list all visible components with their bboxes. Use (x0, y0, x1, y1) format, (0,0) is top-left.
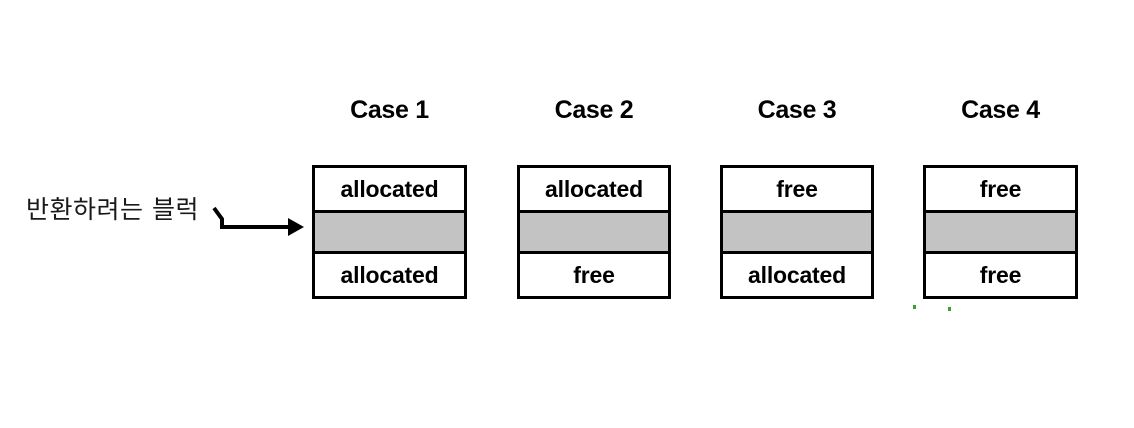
block-row-neighbor-below: allocated (315, 254, 464, 296)
case-title: Case 2 (554, 96, 634, 124)
block-row-neighbor-below: free (520, 254, 668, 296)
case-column-2: Case 2 allocated free (517, 95, 671, 299)
case-column-3: Case 3 free allocated (720, 95, 874, 299)
block-row-target (520, 210, 668, 254)
block-diagram: free allocated (720, 165, 874, 299)
block-row-target (926, 210, 1075, 254)
case-title: Case 4 (961, 96, 1040, 124)
block-diagram: free free (923, 165, 1078, 299)
block-row-neighbor-above: allocated (315, 168, 464, 210)
block-diagram: allocated allocated (312, 165, 467, 299)
block-row-neighbor-below: free (926, 254, 1075, 296)
block-row-target (315, 210, 464, 254)
right-arrow-icon (212, 206, 304, 236)
artifact-speckle (948, 307, 951, 311)
target-block-annotation-label: 반환하려는 블럭 (26, 195, 199, 224)
artifact-speckle (913, 305, 916, 309)
block-row-neighbor-below: allocated (723, 254, 871, 296)
block-row-neighbor-above: free (723, 168, 871, 210)
block-row-neighbor-above: free (926, 168, 1075, 210)
case-column-1: Case 1 allocated allocated (312, 95, 467, 299)
case-column-4: Case 4 free free (923, 95, 1078, 299)
block-diagram: allocated free (517, 165, 671, 299)
case-title: Case 1 (350, 96, 429, 124)
block-row-target (723, 210, 871, 254)
case-title: Case 3 (757, 96, 837, 124)
block-row-neighbor-above: allocated (520, 168, 668, 210)
